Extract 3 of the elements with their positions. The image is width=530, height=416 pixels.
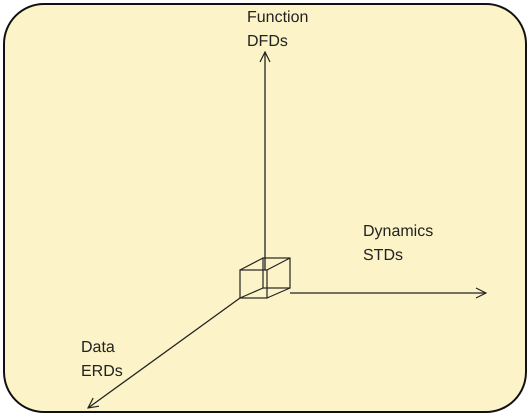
axis-label: Data ERDs [81, 338, 123, 382]
axis-label: Dynamics STDs [363, 222, 434, 266]
axis-label: Function DFDs [247, 8, 308, 52]
